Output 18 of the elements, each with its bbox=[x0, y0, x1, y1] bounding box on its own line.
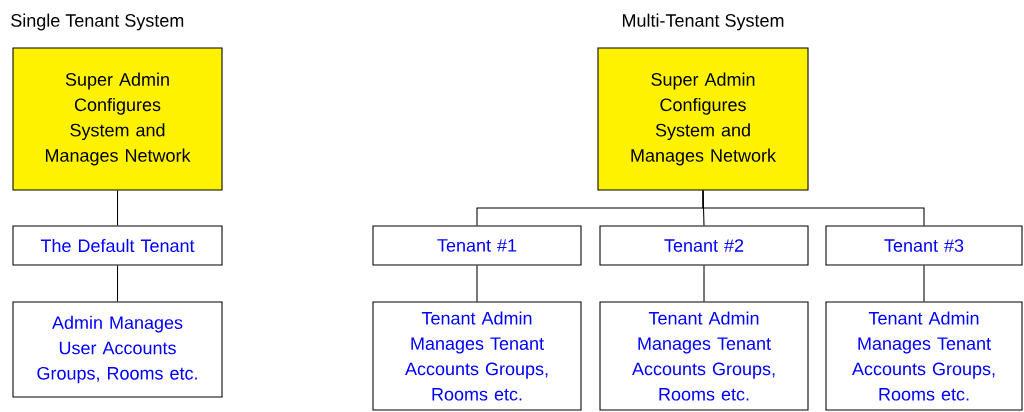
heading: Single Tenant System bbox=[11, 13, 184, 31]
connector-line bbox=[702, 190, 925, 226]
connector-line bbox=[703, 265, 705, 302]
tenant-box: Tenant #1 bbox=[372, 225, 582, 266]
tenant-box: Tenant #3 bbox=[825, 225, 1023, 266]
admin-box: Tenant Admin Manages Tenant Accounts Groups, Rooms etc. bbox=[825, 301, 1023, 411]
connector-line bbox=[116, 265, 119, 302]
heading: Multi-Tenant System bbox=[622, 13, 784, 31]
connector-line bbox=[476, 265, 478, 302]
admin-box: Super Admin Configures System and Manages Network bbox=[12, 47, 223, 191]
admin-box: Tenant Admin Manages Tenant Accounts Groups, Rooms etc. bbox=[372, 301, 582, 411]
admin-box: Super Admin Configures System and Manages Network bbox=[597, 47, 809, 191]
admin-box: Admin Manages User Accounts Groups, Rooms etc. bbox=[12, 301, 223, 398]
connector-line bbox=[923, 265, 925, 302]
admin-box: Tenant Admin Manages Tenant Accounts Groups, Rooms etc. bbox=[599, 301, 809, 411]
connector-line bbox=[116, 190, 119, 226]
tenant-box: The Default Tenant bbox=[12, 225, 223, 266]
tenant-box: Tenant #2 bbox=[599, 225, 809, 266]
